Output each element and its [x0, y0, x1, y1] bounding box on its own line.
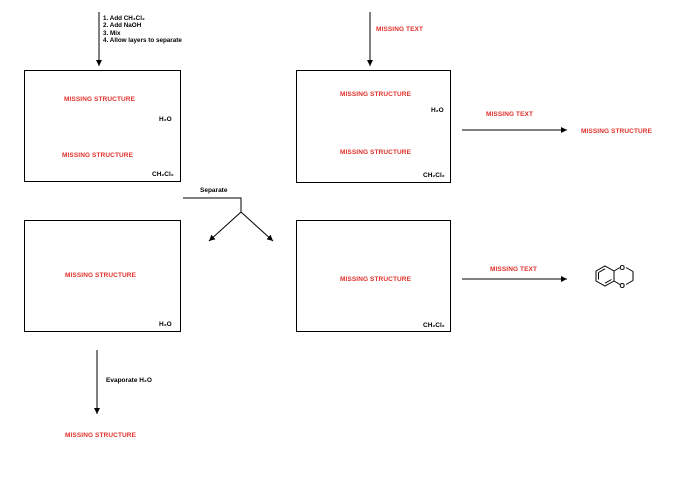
step-4: 4. Allow layers to separate	[103, 37, 182, 45]
missing-text-right-upper: MISSING TEXT	[486, 111, 534, 118]
water-label-1: H₂O	[159, 116, 172, 123]
missing-text-right-lower: MISSING TEXT	[490, 266, 538, 273]
dcm-label-1: CH₂Cl₂	[152, 171, 174, 178]
water-label-3: H₂O	[159, 321, 172, 328]
arrow-separate-left	[208, 211, 242, 242]
dcm-label-4: CH₂Cl₂	[423, 322, 445, 329]
missing-text-top: MISSING TEXT	[376, 26, 424, 33]
procedure-steps: 1. Add CH₂Cl₂ 2. Add NaOH 3. Mix 4. Allo…	[103, 15, 182, 45]
missing-structure-organic-1: MISSING STRUCTURE	[62, 152, 134, 159]
missing-structure-organic-layer: MISSING STRUCTURE	[340, 276, 412, 283]
arrow-separate-right	[240, 211, 274, 242]
missing-structure-aqueous-1: MISSING STRUCTURE	[64, 96, 136, 103]
oxygen-label-top: O	[620, 265, 626, 272]
benzodioxane-structure	[595, 265, 634, 287]
organic-layer-box: MISSING STRUCTURE CH₂Cl₂	[296, 220, 451, 332]
missing-structure-aqueous-2: MISSING STRUCTURE	[340, 91, 412, 98]
separate-label: Separate	[200, 187, 228, 194]
missing-structure-right-upper: MISSING STRUCTURE	[581, 128, 653, 135]
missing-structure-organic-2: MISSING STRUCTURE	[340, 149, 412, 156]
missing-structure-bottom: MISSING STRUCTURE	[65, 432, 137, 439]
step-1: 1. Add CH₂Cl₂	[103, 15, 145, 22]
funnel-box-2: MISSING STRUCTURE H₂O MISSING STRUCTURE …	[296, 70, 451, 183]
water-label-2: H₂O	[431, 107, 444, 114]
separate-line	[183, 197, 242, 212]
step-3: 3. Mix	[103, 29, 121, 37]
funnel-box-1: MISSING STRUCTURE H₂O MISSING STRUCTURE …	[24, 70, 181, 182]
step-2: 2. Add NaOH	[103, 22, 142, 30]
evaporate-label: Evaporate H₂O	[106, 377, 152, 384]
dcm-label-2: CH₂Cl₂	[423, 172, 445, 179]
missing-structure-aqueous-layer: MISSING STRUCTURE	[65, 272, 137, 279]
oxygen-label-bottom: O	[620, 283, 626, 290]
aqueous-layer-box: MISSING STRUCTURE H₂O	[24, 220, 181, 332]
